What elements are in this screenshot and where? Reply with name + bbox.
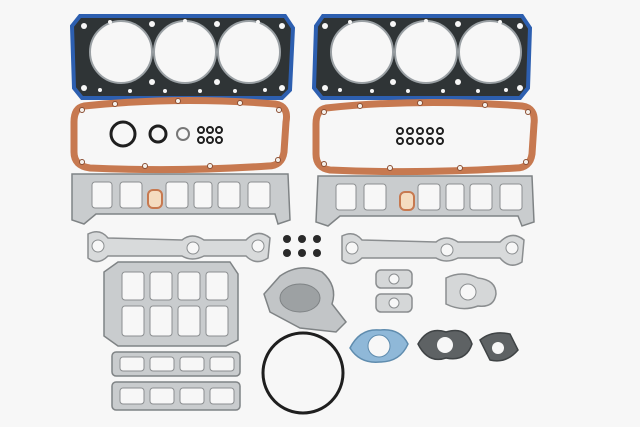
port-gasket-row-2 [111, 381, 241, 411]
intake-manifold-gasket-left [71, 173, 291, 225]
large-o-ring [261, 331, 345, 415]
head-gasket-left [69, 14, 296, 100]
valve-cover-gasket-right [312, 98, 538, 176]
thermostat-gasket [445, 273, 497, 310]
egr-gasket [375, 269, 413, 313]
valve-stem-seals [109, 120, 223, 148]
valve-cover-gasket-left [70, 96, 290, 174]
intake-manifold-gasket-right [315, 175, 535, 227]
water-outlet-gasket [349, 329, 409, 363]
upper-intake-gasket [103, 261, 239, 347]
head-gasket-right [311, 14, 533, 100]
small-seals-middle [283, 235, 321, 257]
exhaust-gasket-left [87, 231, 271, 263]
throttle-body-gasket [263, 267, 347, 333]
exhaust-gasket-right [341, 233, 525, 266]
port-gasket-row-1 [111, 351, 241, 377]
small-flange-gaskets [417, 329, 519, 362]
valve-stem-seals-right [396, 127, 444, 145]
